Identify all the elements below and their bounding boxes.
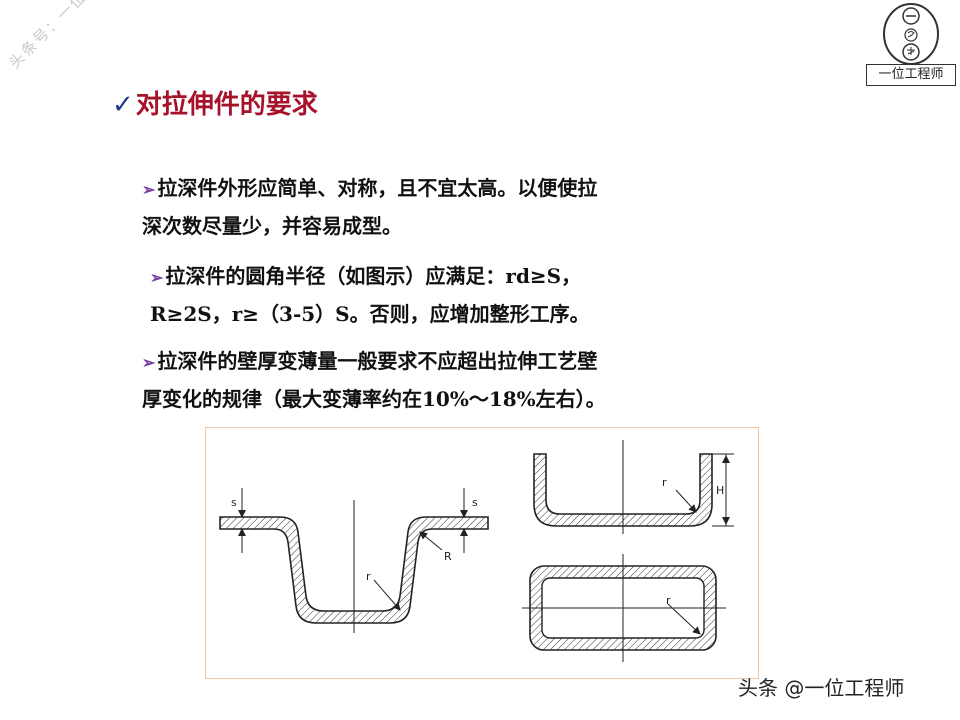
thickness-label-right: s [472,496,478,509]
requirement-1: ➢拉深件外形应简单、对称，且不宜太高。以便使拉 深次数尽量少，并容易成型。 [142,170,782,244]
slide-title-text: 对拉伸件的要求 [135,90,318,120]
bullet-arrow-icon: ➢ [142,353,156,372]
slide-title: ✓对拉伸件的要求 [112,84,318,121]
requirement-3-line-1: 拉深件的壁厚变薄量一般要求不应超出拉伸工艺壁 [157,349,598,373]
die-radius-label-right: r [662,476,667,489]
thickness-label-left: s [231,496,237,509]
hat-section-drawing: s s R r [219,488,489,633]
watermark-text: 头条号：一位工程师 [5,0,127,73]
bullet-arrow-icon: ➢ [150,268,164,287]
logo-emblem-icon [883,3,939,65]
bend-radius-label: R [444,550,452,563]
requirement-2-line-1: 拉深件的圆角半径（如图示）应满足：rd≥S， [165,264,582,288]
requirement-3-line-2: 厚变化的规律（最大变薄率约在10%～18%左右）。 [142,387,606,411]
requirement-2: ➢拉深件的圆角半径（如图示）应满足：rd≥S， R≥2S，r≥（3-5）S。否则… [150,258,770,332]
cup-section-drawing: H r [533,440,734,534]
top-view-drawing: r [522,554,726,662]
logo-label: 一位工程师 [866,64,956,86]
bullet-arrow-icon: ➢ [142,180,156,199]
die-radius-label-left: r [366,570,371,583]
deep-drawn-part-drawings: s s R r H r [219,440,734,662]
corner-radius-label: r [666,594,671,607]
requirement-1-line-1: 拉深件外形应简单、对称，且不宜太高。以便使拉 [157,176,598,200]
footer-credit: 头条 @一位工程师 [738,676,905,700]
checkmark-icon: ✓ [112,90,134,120]
drawing-figure: s s R r H r [205,427,759,679]
requirement-2-line-2: R≥2S，r≥（3-5）S。否则，应增加整形工序。 [150,302,590,326]
height-label: H [716,484,724,497]
requirement-1-line-2: 深次数尽量少，并容易成型。 [142,214,402,238]
brand-logo: 一位工程师 [866,2,956,86]
requirement-3: ➢拉深件的壁厚变薄量一般要求不应超出拉伸工艺壁 厚变化的规律（最大变薄率约在10… [142,343,782,417]
